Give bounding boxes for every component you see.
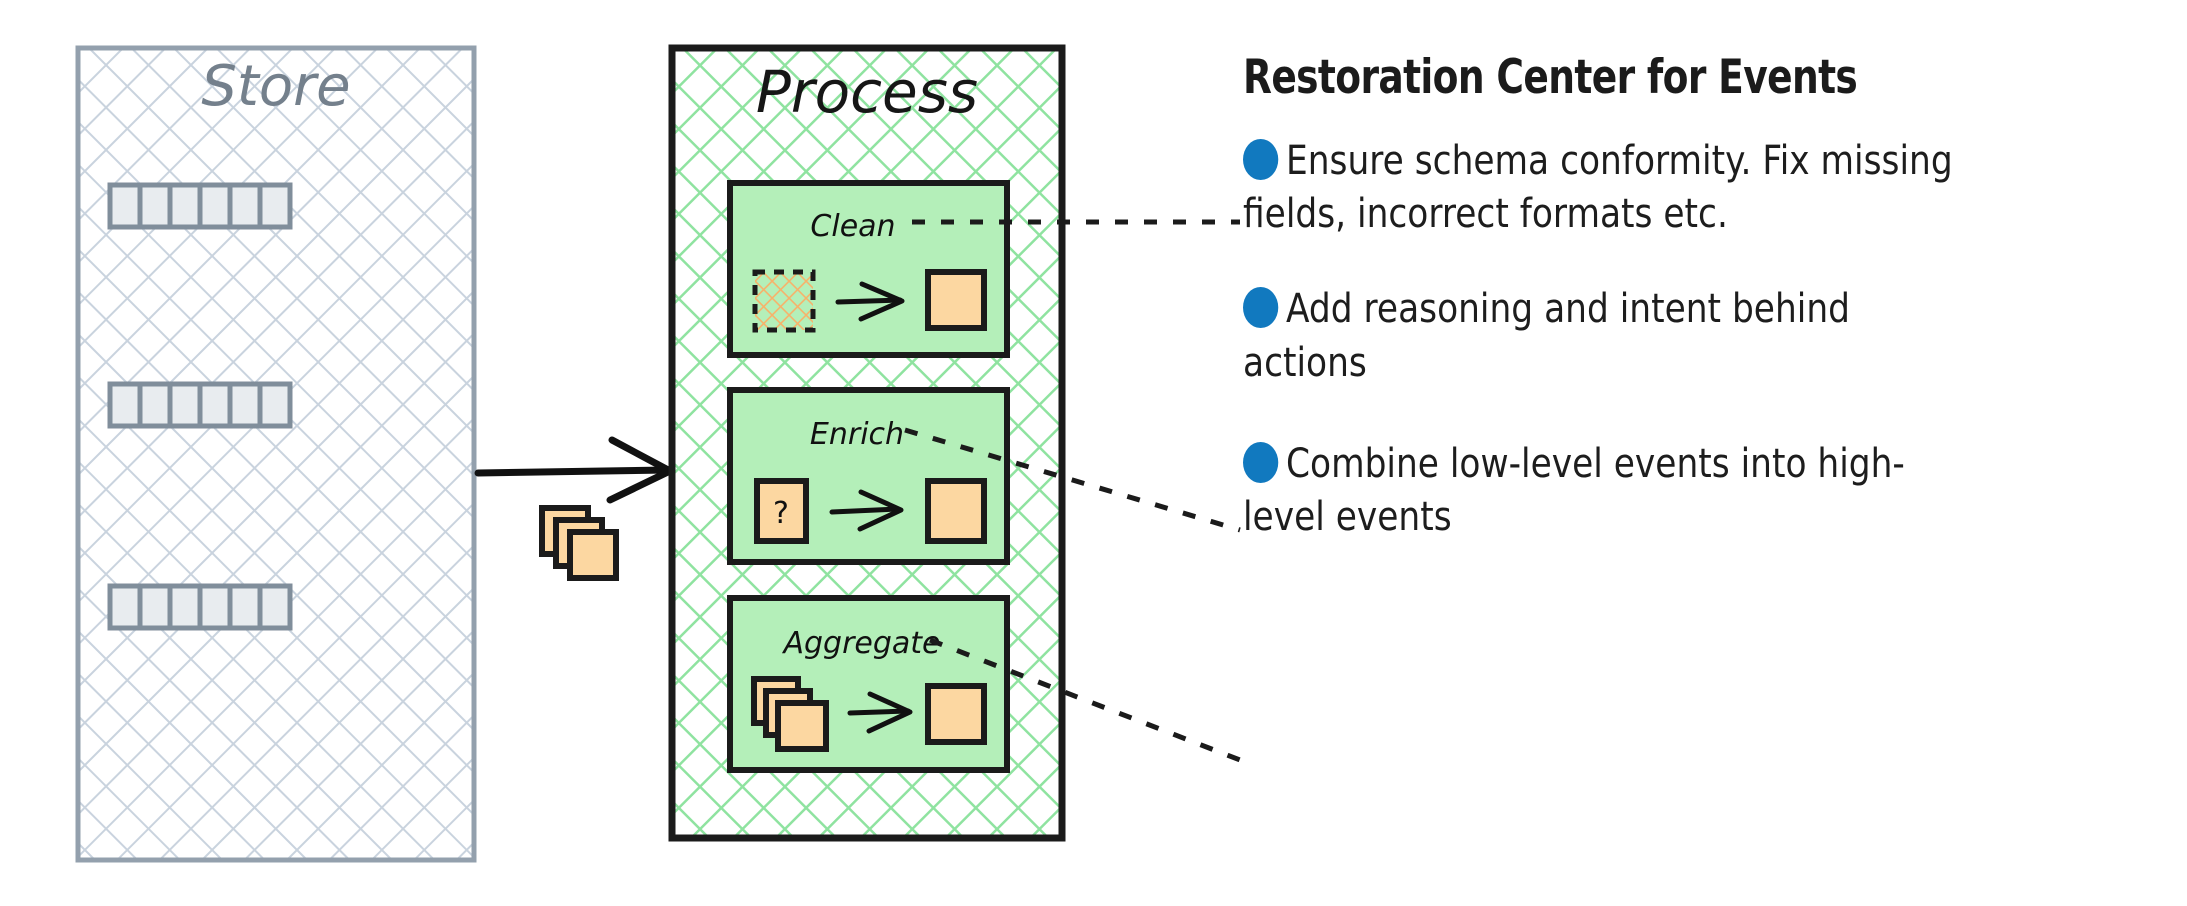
store-box bbox=[75, 45, 477, 863]
bullet-item-clean: Ensure schema conformity. Fix missing fi… bbox=[1243, 135, 1983, 241]
bullet-text: Combine low-level events into high-level… bbox=[1243, 440, 1905, 540]
bullet-text: Ensure schema conformity. Fix missing fi… bbox=[1243, 138, 1953, 238]
annotation-panel: Restoration Center for Events Ensure sch… bbox=[1243, 54, 2143, 576]
store-to-process-arrow bbox=[474, 436, 674, 504]
process-step-aggregate[interactable]: Aggregate bbox=[727, 595, 1010, 773]
enrich-question-glyph: ? bbox=[773, 496, 789, 531]
bullet-dot-icon bbox=[1243, 287, 1279, 329]
aggregate-transform-arrow bbox=[847, 691, 913, 734]
clean-output-square bbox=[925, 269, 987, 331]
aggregate-output-square bbox=[925, 683, 987, 745]
page-title: Restoration Center for Events bbox=[1243, 50, 1858, 105]
store-row bbox=[107, 381, 293, 429]
bullet-dot-icon bbox=[1243, 441, 1279, 483]
store-container: Store bbox=[75, 45, 477, 863]
clean-transform-arrow bbox=[835, 281, 905, 322]
process-step-clean[interactable]: Clean bbox=[727, 180, 1010, 358]
enrich-output-square bbox=[925, 478, 987, 544]
clean-input-dirty-square bbox=[752, 269, 816, 333]
enrich-input-question-square: ? bbox=[754, 478, 809, 544]
bullet-dot-icon bbox=[1243, 139, 1279, 180]
leader-line-enrich bbox=[904, 427, 1241, 533]
enrich-step-label: Enrich bbox=[810, 417, 904, 452]
enrich-transform-arrow bbox=[829, 489, 904, 532]
process-step-enrich[interactable]: Enrich ? bbox=[727, 387, 1010, 565]
process-label: Process bbox=[756, 58, 978, 126]
aggregate-input-stacked-squares bbox=[751, 676, 829, 752]
bullet-item-enrich: Add reasoning and intent behind actions bbox=[1243, 283, 1983, 389]
bullet-text: Add reasoning and intent behind actions bbox=[1243, 286, 1850, 386]
process-container: Process Clean Enrich bbox=[668, 44, 1066, 842]
store-row bbox=[107, 182, 293, 230]
bullet-item-aggregate: Combine low-level events into high-level… bbox=[1243, 438, 1983, 544]
store-row bbox=[107, 583, 293, 631]
aggregate-step-label: Aggregate bbox=[781, 626, 940, 661]
leader-lines bbox=[904, 219, 1241, 763]
clean-step-label: Clean bbox=[810, 209, 895, 244]
store-label: Store bbox=[201, 54, 350, 119]
event-card-stack bbox=[539, 505, 619, 581]
